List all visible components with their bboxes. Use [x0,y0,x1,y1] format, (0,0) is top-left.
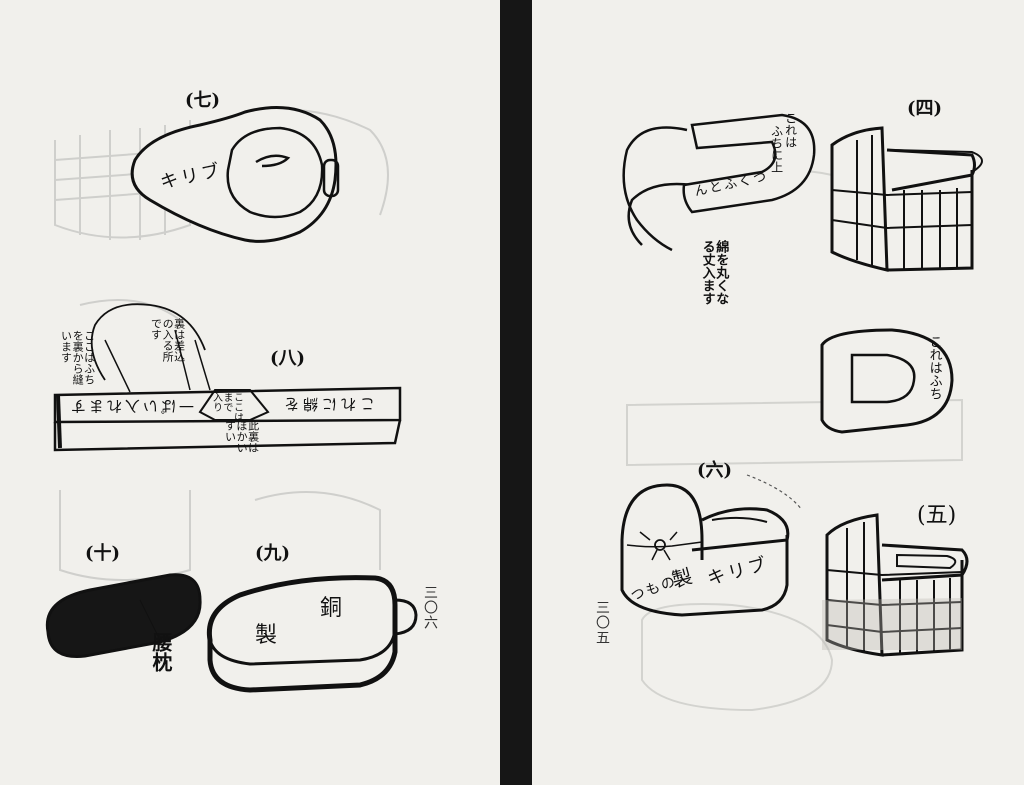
fig8-label: (八) [270,348,306,369]
fig7-bedpan [130,106,340,243]
right-page: これは ふちに上 んとふくつ 綿を丸くな る丈入ます (四) これはふち (六)… [532,0,1024,785]
fig9-text-2: 製 [255,623,278,648]
fig8-band [53,303,402,452]
strap-note: 綿を丸くな る丈入ます [699,240,729,305]
book-gutter [500,0,532,785]
fig8-note-below: 此裏は ぼかい すい [223,420,260,453]
strap-loop [622,113,816,252]
fig7-label: (七) [185,90,221,111]
d-shape-text: これはふち [926,335,942,400]
fig9-label: (九) [255,543,291,564]
right-page-number: 三〇五 [594,600,610,645]
fig10-caption: 腰枕 [149,632,173,672]
fig8-note-left: ここはふち を裏から縫 います [59,330,96,385]
d-shape [820,328,954,434]
strap-text-2: ふちに上 [769,125,784,173]
fig6-label: (六) [697,460,733,481]
left-page-illustrations [45,106,418,693]
fig5-curved-grid [822,513,969,657]
fig9-text-1: 銅 [320,596,343,621]
leader-lines [746,474,803,511]
fig8-note-triangle: ここは まで 入り [210,392,243,422]
fig10-label: (十) [85,543,121,564]
fig8-note-mid: 裏は差込 の入る所 です [149,318,186,362]
left-page-number: 三〇六 [422,585,438,630]
fig8-band-text-2: 一ぱい入れます [68,397,195,415]
fig4-label: (四) [907,98,943,119]
fig4-curved-grid [830,126,983,272]
left-page: (七) キリブ (八) これに綿を 一ぱい入れます ここはふち を裏から縫 いま… [0,0,500,785]
right-page-illustrations [620,113,983,712]
fig9-copper-pan [206,575,418,693]
leader-lines [139,599,161,641]
fig5-label: (五) [917,503,957,528]
fig8-band-text: これに綿を [280,395,376,413]
fig10-pillow [45,573,202,658]
strap-text-1: これは [783,112,798,148]
fig6-covered-pan [620,483,790,617]
